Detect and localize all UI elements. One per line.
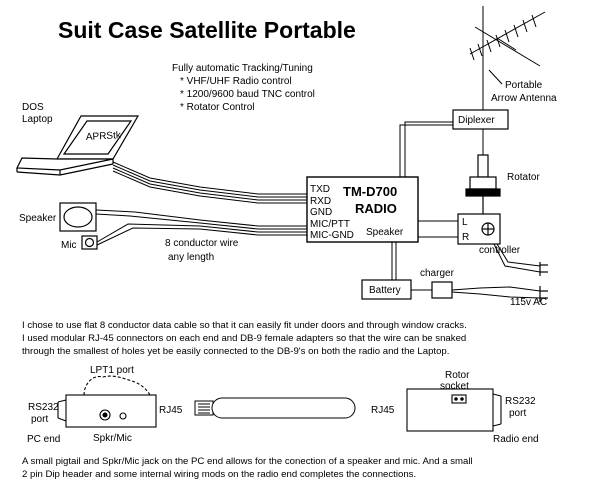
speaker-icon [59, 202, 97, 232]
ac-plug-controller-icon [539, 262, 548, 276]
pc-rs232-label-line2: port [31, 414, 48, 425]
radio-pin-txd: TXD [310, 184, 330, 195]
radio-end-label: Radio end [493, 434, 539, 445]
feature-item-tnc: * 1200/9600 baud TNC control [180, 89, 315, 100]
pc-rs232-label-line1: RS232 [28, 402, 59, 413]
footer-line: A small pigtail and Spkr/Mic jack on the… [22, 456, 473, 467]
rotator-icon [465, 154, 501, 214]
footer-paragraph: A small pigtail and Spkr/Mic jack on the… [22, 455, 473, 481]
radio-pin-mic-gnd: MIC-GND [310, 230, 354, 241]
speaker-label: Speaker [19, 213, 57, 224]
controller-label: controller [479, 245, 521, 256]
ac-label: 115v AC [510, 297, 547, 308]
features-heading: Fully automatic Tracking/Tuning [172, 63, 313, 74]
radio-end-adapter [406, 388, 502, 432]
charger-label: charger [420, 268, 455, 279]
paragraph-line: through the smallest of holes yet be eas… [22, 346, 450, 357]
rotor-socket-label-line1: Rotor [445, 370, 470, 381]
antenna-icon [469, 6, 546, 110]
rotor-socket-label-line2: socket [440, 381, 469, 392]
laptop-label-dos: DOS [22, 102, 44, 113]
page-title: Suit Case Satellite Portable [58, 17, 356, 43]
radio-pin-gnd: GND [310, 207, 332, 218]
wire-label-line2: any length [168, 252, 214, 263]
pc-end-adapter [57, 375, 157, 428]
coax-lines [399, 121, 484, 177]
controller-l-label: L [462, 217, 468, 228]
description-paragraph: I chose to use flat 8 conductor data cab… [22, 319, 467, 358]
control-wires [418, 220, 541, 273]
radio-pin-rxd: RXD [310, 196, 331, 207]
diplexer-label: Diplexer [458, 115, 495, 126]
footer-line: 2 pin Dip header and some internal wirin… [22, 469, 417, 480]
diplexer-box [452, 109, 509, 130]
radio-pin-mic-ptt: MIC/PTT [310, 219, 350, 230]
antenna-label-leader [488, 69, 503, 85]
battery-box [361, 279, 412, 300]
feature-item-rotator: * Rotator Control [180, 102, 254, 113]
laptop-screen-text: APRStk [86, 130, 123, 143]
controller-box [457, 213, 501, 245]
mic-icon [81, 235, 98, 250]
radio-box [306, 176, 419, 243]
rj45-cable [194, 397, 356, 419]
eight-conductor-cable [95, 161, 307, 246]
battery-label: Battery [369, 285, 401, 296]
paragraph-line: I chose to use flat 8 conductor data cab… [22, 320, 467, 331]
ac-plug-charger-icon [539, 286, 548, 302]
pc-lpt1-label: LPT1 port [90, 365, 134, 376]
pc-spkr-mic-label: Spkr/Mic [93, 433, 132, 444]
charger-box [431, 281, 453, 299]
antenna-label-line2: Arrow Antenna [491, 93, 557, 104]
radio-rs232-label-line2: port [509, 408, 526, 419]
wire-label-line1: 8 conductor wire [165, 238, 239, 249]
rotator-label: Rotator [507, 172, 540, 183]
mic-label: Mic [61, 240, 77, 251]
pc-rj45-label: RJ45 [159, 405, 183, 416]
radio-title-radio: RADIO [355, 201, 397, 216]
laptop [16, 115, 140, 176]
antenna-label-line1: Portable [505, 80, 543, 91]
feature-item-radio: * VHF/UHF Radio control [180, 76, 292, 87]
radio-speaker-label: Speaker [366, 227, 404, 238]
radio-title-model: TM-D700 [343, 184, 397, 199]
controller-r-label: R [462, 232, 469, 243]
radio-rs232-label-line1: RS232 [505, 396, 536, 407]
radio-rj45-label: RJ45 [371, 405, 395, 416]
pc-end-label: PC end [27, 434, 60, 445]
laptop-label-laptop: Laptop [22, 114, 53, 125]
power-wires [391, 242, 541, 299]
paragraph-line: I used modular RJ-45 connectors on each … [22, 333, 467, 344]
